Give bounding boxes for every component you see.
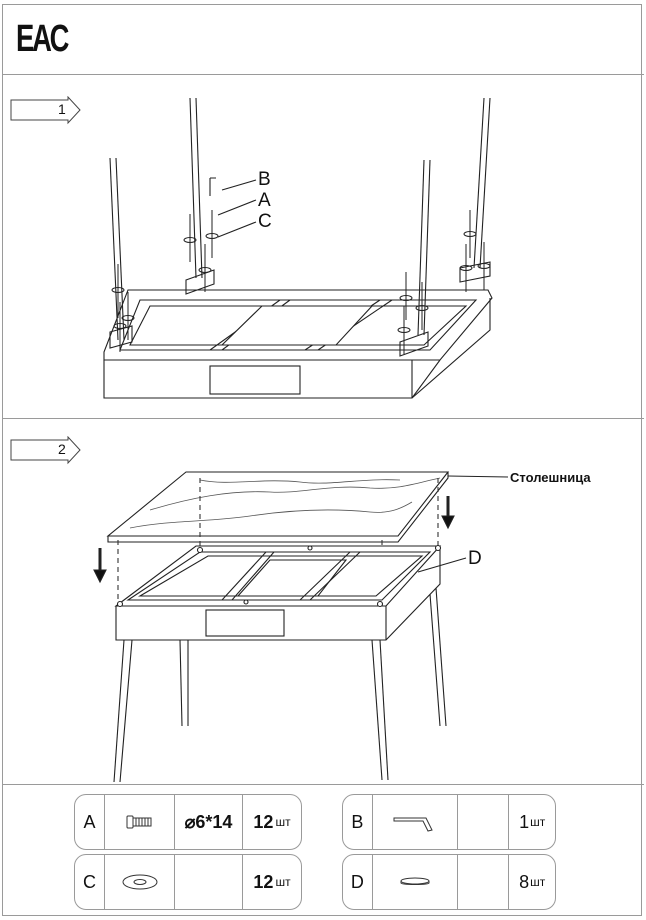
header-divider [2, 74, 644, 75]
step-2-number: 2 [58, 441, 66, 457]
callout-b: B [258, 169, 271, 190]
step-2-arrow-icon [10, 436, 81, 465]
step-2-diagram [93, 471, 509, 783]
step-1-diagram [103, 97, 493, 399]
part-d-spec [458, 855, 510, 909]
part-b-spec [458, 795, 510, 849]
callout-d: D [468, 548, 482, 569]
page-frame [2, 4, 642, 916]
step-1-arrow-icon [10, 96, 81, 125]
part-b-letter: B [343, 795, 373, 849]
part-c-spec [175, 855, 243, 909]
callout-a: A [258, 190, 271, 211]
allen-key-icon [373, 795, 458, 849]
eac-logo: EAC [16, 18, 69, 60]
step-1-number: 1 [58, 101, 66, 117]
tabletop-label: Столешница [510, 470, 591, 485]
washer-icon [105, 855, 175, 909]
callout-c: C [258, 211, 272, 232]
part-c-letter: C [75, 855, 105, 909]
part-a-spec: ⌀6*14 [175, 795, 243, 849]
part-a-letter: A [75, 795, 105, 849]
bolt-icon [105, 795, 175, 849]
pad-icon [373, 855, 458, 909]
step-divider [2, 418, 644, 419]
parts-divider [2, 784, 644, 785]
part-d-letter: D [343, 855, 373, 909]
